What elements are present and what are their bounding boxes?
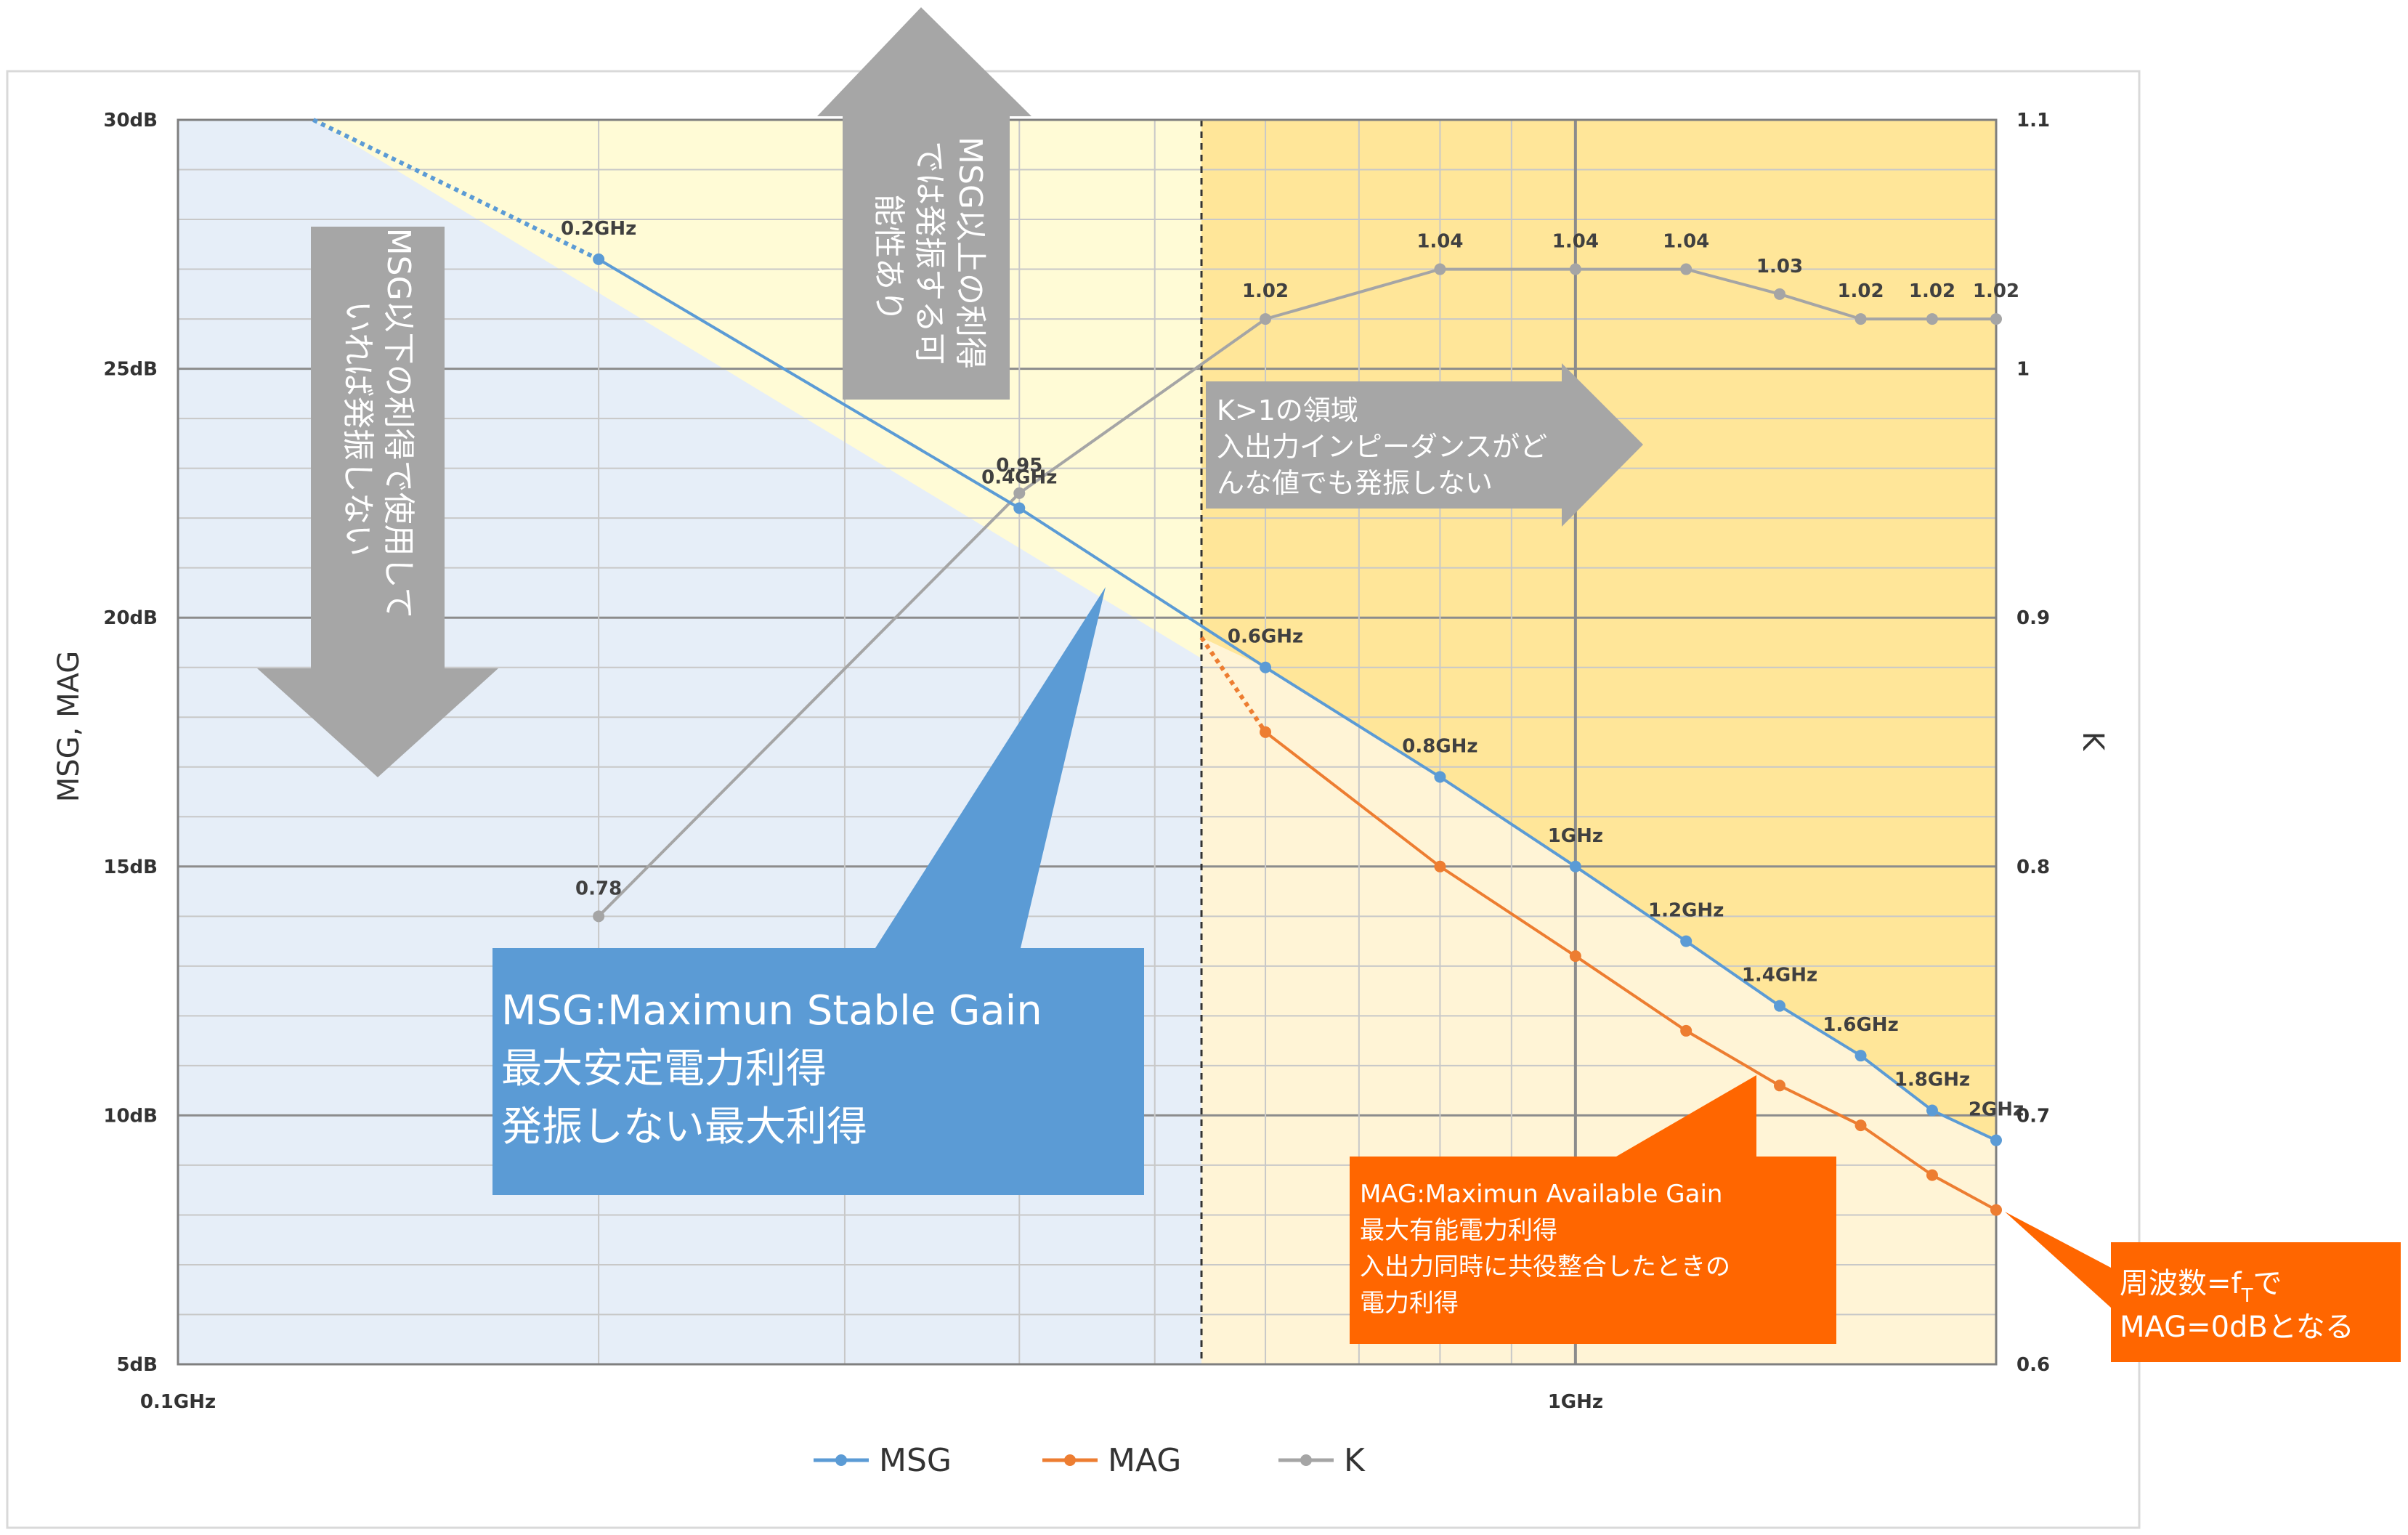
ft-callout-text: 周波数=fTで MAG=0dBとなる bbox=[2120, 1267, 2354, 1344]
msg-point-label: 0.4GHz bbox=[981, 466, 1057, 488]
mag-point bbox=[1680, 1024, 1693, 1037]
region-k-above-msg bbox=[1201, 120, 1996, 1141]
k-point-label: 1.02 bbox=[1837, 280, 1884, 302]
msg-point-label: 1.4GHz bbox=[1742, 965, 1817, 987]
msg-point-label: 0.2GHz bbox=[561, 218, 636, 240]
mag-extrapolated-line bbox=[1199, 636, 1268, 734]
msg-callout-box bbox=[492, 587, 1144, 1195]
mag-point bbox=[1990, 1204, 2002, 1216]
msg-point bbox=[1990, 1134, 2002, 1146]
mag-point bbox=[1854, 1119, 1867, 1132]
msg-point-label: 1.2GHz bbox=[1648, 900, 1724, 922]
k-point-label: 0.95 bbox=[996, 455, 1042, 477]
mag-point bbox=[1434, 860, 1446, 872]
k-point-label: 1.04 bbox=[1552, 231, 1599, 253]
msg-point-label: 1.8GHz bbox=[1894, 1069, 1970, 1091]
below-msg-label: MSG以下の利得で使用して いれば発振しない bbox=[339, 228, 417, 630]
y-right-tick-label: 1.1 bbox=[2016, 110, 2050, 131]
y-right-tick-label: 0.9 bbox=[2016, 607, 2050, 629]
msg-point-label: 0.8GHz bbox=[1402, 735, 1477, 757]
msg-callout-text: MSG:Maximun Stable Gain 最大安定電力利得 発振しない最大… bbox=[501, 987, 1055, 1151]
msg-series-line bbox=[598, 258, 1997, 1142]
msg-point bbox=[1260, 661, 1272, 673]
msg-point bbox=[593, 253, 605, 265]
legend: MSG MAG K bbox=[814, 1442, 1366, 1479]
x-tick-label: 0.1GHz bbox=[140, 1391, 216, 1413]
legend-label: K bbox=[1344, 1442, 1366, 1479]
legend-swatch-marker bbox=[1300, 1454, 1312, 1466]
y-left-tick-label: 15dB bbox=[103, 856, 158, 878]
k-point-label: 1.02 bbox=[1242, 280, 1289, 302]
y-right-tick-label: 1 bbox=[2016, 359, 2030, 381]
y-right-tick-label: 0.7 bbox=[2016, 1105, 2050, 1127]
plot-frame bbox=[177, 118, 1998, 1366]
above-msg-label: MSG以上の利得 では発振する可 能性あり bbox=[870, 137, 989, 379]
y-left-tick-label: 25dB bbox=[103, 359, 158, 381]
series-lines bbox=[312, 118, 1997, 1212]
k-point-label: 1.04 bbox=[1416, 231, 1463, 253]
mag-point bbox=[1569, 950, 1581, 963]
msg-point-label: 1.6GHz bbox=[1823, 1014, 1898, 1036]
k-point bbox=[1013, 487, 1026, 499]
y-right-tick-label: 0.8 bbox=[2016, 856, 2050, 878]
k-point bbox=[1854, 313, 1867, 325]
k-point-label: 1.02 bbox=[1909, 280, 1955, 302]
msg-point bbox=[1854, 1050, 1867, 1062]
msg-point bbox=[1773, 1000, 1785, 1012]
k-point bbox=[1990, 313, 2002, 325]
msg-extrapolated-line bbox=[312, 118, 600, 262]
y-axis-left-title: MSG, MAG bbox=[52, 651, 86, 803]
arrow-right-k-region bbox=[1206, 363, 1643, 527]
y-left-tick-label: 5dB bbox=[116, 1354, 158, 1376]
series-points bbox=[593, 253, 2002, 1216]
mag-point bbox=[1773, 1080, 1785, 1092]
k-point bbox=[1926, 313, 1938, 325]
legend-label: MSG bbox=[879, 1442, 952, 1479]
k-point-label: 0.78 bbox=[575, 878, 622, 899]
y-left-tick-label: 10dB bbox=[103, 1105, 158, 1127]
k-point bbox=[1260, 313, 1272, 325]
k-point bbox=[1773, 288, 1785, 300]
mag-point bbox=[1260, 726, 1272, 738]
arrow-down-below-msg bbox=[257, 227, 498, 777]
x-tick-label: 1GHz bbox=[1548, 1391, 1603, 1413]
point-labels: 0.2GHz 0.4GHz 0.6GHz 0.8GHz 1GHz 1.2GHz 1.4GHz… bbox=[561, 218, 2024, 1121]
y-left-tick-label: 20dB bbox=[103, 607, 158, 629]
y-left-tick-label: 30dB bbox=[103, 110, 158, 131]
msg-point bbox=[1434, 771, 1446, 783]
y-axis-right-title: K bbox=[2076, 732, 2109, 752]
k-point bbox=[1680, 263, 1693, 275]
k-point bbox=[1434, 263, 1446, 275]
legend-label: MAG bbox=[1108, 1442, 1181, 1479]
k-series-line bbox=[597, 267, 1996, 918]
k-point-label: 1.03 bbox=[1756, 256, 1803, 278]
msg-point bbox=[1680, 935, 1693, 947]
k-point bbox=[593, 910, 605, 923]
k-point bbox=[1569, 263, 1581, 275]
arrow-up-above-msg bbox=[817, 7, 1031, 400]
msg-point-label: 1GHz bbox=[1548, 825, 1603, 847]
mag-callout-box bbox=[1350, 1075, 1836, 1344]
k-point-label: 1.02 bbox=[1973, 280, 2019, 302]
k-point-label: 1.04 bbox=[1663, 231, 1709, 253]
msg-point-label: 2GHz bbox=[1969, 1099, 2024, 1121]
msg-point bbox=[1926, 1104, 1938, 1117]
axis-ticks: 5dB 10dB 15dB 20dB 25dB 30dB 0.6 0.7 0.8 0.9 1 1.1 0… bbox=[103, 110, 2050, 1413]
k-region-label: K>1の領域 入出力インピーダンスがど んな値でも発振しない bbox=[1217, 394, 1556, 499]
legend-swatch-marker bbox=[835, 1454, 847, 1466]
msg-point bbox=[1569, 860, 1581, 872]
y-right-tick-label: 0.6 bbox=[2016, 1354, 2050, 1376]
mag-point bbox=[1926, 1169, 1938, 1181]
msg-point-label: 0.6GHz bbox=[1228, 626, 1303, 648]
mag-callout-text: MAG:Maximun Available Gain 最大有能電力利得 入出力同… bbox=[1360, 1180, 1738, 1318]
mag-series-line bbox=[1264, 731, 1997, 1212]
msg-point bbox=[1013, 502, 1026, 514]
legend-swatch-marker bbox=[1064, 1454, 1076, 1466]
ft-callout-box bbox=[2005, 1212, 2401, 1362]
